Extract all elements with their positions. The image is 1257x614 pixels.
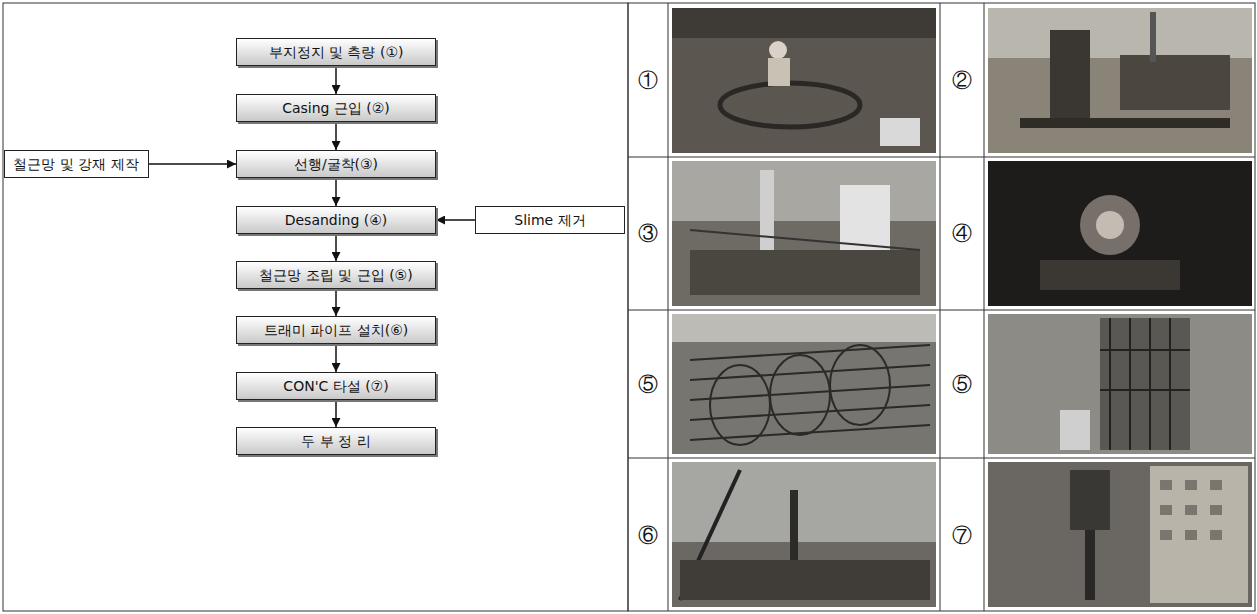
table-line <box>628 157 1255 158</box>
flow-arrow <box>335 234 337 261</box>
flow-arrow <box>335 178 337 206</box>
table-line <box>984 3 985 611</box>
site-photo <box>672 314 936 454</box>
step-label: Slime 제거 <box>514 212 585 229</box>
flow-arrow <box>335 289 337 316</box>
step-label: 철근망 및 강재 제작 <box>13 156 138 173</box>
site-photo <box>672 462 936 607</box>
input-box: 철근망 및 강재 제작 <box>4 150 149 178</box>
table-line <box>628 310 1255 311</box>
photo-table <box>628 3 1255 611</box>
site-photo <box>988 161 1252 306</box>
flow-panel <box>3 3 628 611</box>
step-label: 트래미 파이프 설치(⑥) <box>264 322 408 339</box>
site-photo <box>672 8 936 153</box>
site-photo <box>988 462 1252 607</box>
callout-number: ③ <box>638 220 658 247</box>
step-label: 두 부 정 리 <box>301 433 370 450</box>
step-label: CON'C 타설 (⑦) <box>283 378 388 395</box>
step-label: 선행/굴착(③) <box>294 156 378 173</box>
callout-number: ② <box>952 67 972 94</box>
site-photo <box>672 161 936 306</box>
step-label: 철근망 조립 및 근입 (⑤) <box>259 267 412 284</box>
flow-arrow <box>335 344 337 372</box>
callout-number: ⑤ <box>638 371 658 398</box>
flow-arrow <box>335 66 337 94</box>
panel-frame <box>3 3 1255 611</box>
process-box: 철근망 조립 및 근입 (⑤) <box>236 261 436 289</box>
site-photo <box>988 8 1252 153</box>
table-line <box>668 3 669 611</box>
process-box: Casing 근입 (②) <box>236 94 436 122</box>
table-line <box>628 458 1255 459</box>
process-box: 두 부 정 리 <box>236 427 436 455</box>
process-box: 트래미 파이프 설치(⑥) <box>236 316 436 344</box>
process-box: 선행/굴착(③) <box>236 150 436 178</box>
flow-arrow <box>436 219 475 221</box>
process-box: CON'C 타설 (⑦) <box>236 372 436 400</box>
process-box: 부지정지 및 측량 (①) <box>236 38 436 66</box>
process-box: Desanding (④) <box>236 206 436 234</box>
callout-number: ④ <box>952 220 972 247</box>
input-box: Slime 제거 <box>475 206 625 234</box>
step-label: 부지정지 및 측량 (①) <box>269 44 404 61</box>
flow-arrow <box>335 122 337 150</box>
step-label: Desanding (④) <box>285 212 388 229</box>
callout-number: ① <box>638 67 658 94</box>
table-line <box>940 3 941 611</box>
callout-number: ⑥ <box>638 522 658 549</box>
flow-arrow <box>149 163 237 165</box>
flow-arrow <box>335 400 337 427</box>
step-label: Casing 근입 (②) <box>282 100 390 117</box>
site-photo <box>988 314 1252 454</box>
callout-number: ⑤ <box>952 371 972 398</box>
callout-number: ⑦ <box>952 522 972 549</box>
